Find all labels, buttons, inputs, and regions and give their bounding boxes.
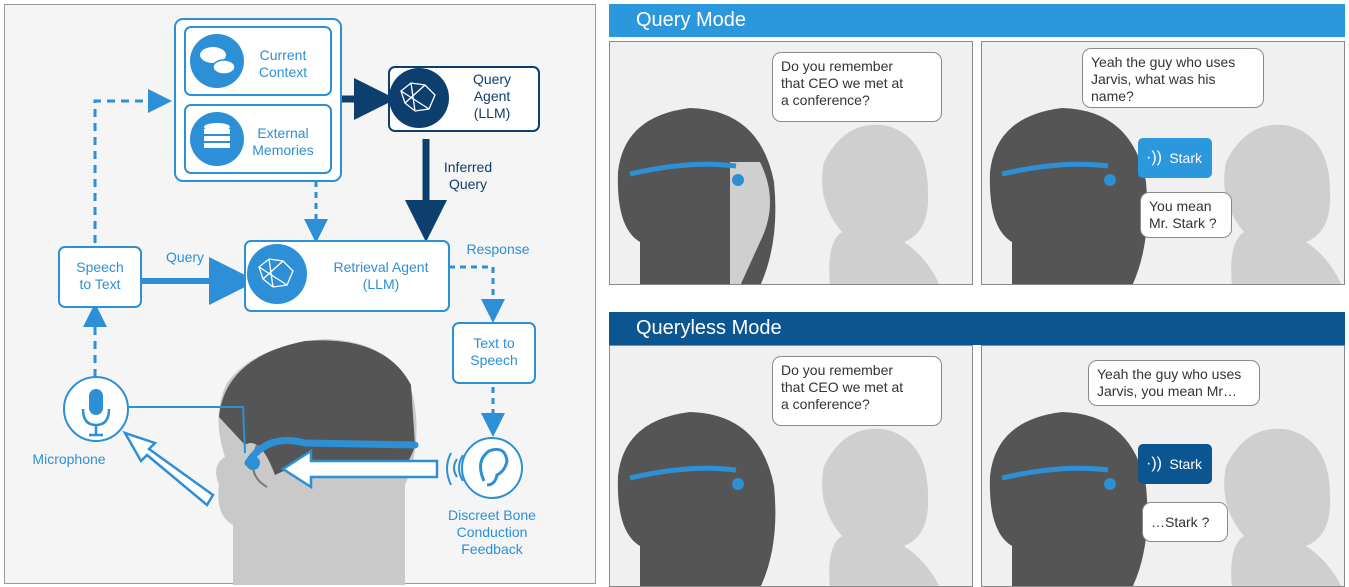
queryless-panel-2-reply: …Stark ? (1142, 502, 1228, 542)
queryless-stark-text: Stark (1169, 456, 1202, 472)
query-mode-panel-1: Do you remember that CEO we met at a con… (609, 41, 973, 285)
query-stark-chip: ·)) Stark (1138, 138, 1212, 178)
response-label: Response (466, 241, 530, 257)
queryless-panel-1-art (617, 412, 939, 586)
query-mode-title: Query Mode (636, 9, 747, 31)
query-panel-1-bubble: Do you remember that CEO we met at a con… (772, 52, 942, 122)
queryless-stark-chip: ·)) Stark (1138, 444, 1212, 484)
query-panel-2-reply: You mean Mr. Stark ? (1140, 192, 1232, 238)
query-stark-text: Stark (1169, 150, 1202, 166)
feedback-label: Discreet Bone Conduction Feedback (448, 507, 536, 557)
retrieval-agent-label: Retrieval Agent (LLM) (333, 259, 429, 292)
queryless-panel-1-bubble: Do you remember that CEO we met at a con… (772, 356, 942, 426)
audio-icon: ·)) (1146, 455, 1162, 472)
queryless-mode-header: Queryless Mode (609, 312, 1345, 345)
ear-icon-circle (461, 437, 523, 499)
brain-icon-query (389, 68, 449, 128)
query-panel-1-art (617, 108, 940, 284)
query-mode-panel-2: Yeah the guy who uses Jarvis, what was h… (981, 41, 1345, 285)
queryless-panel-2-bubble: Yeah the guy who uses Jarvis, you mean M… (1088, 360, 1260, 406)
speech-to-text-label: Speech to Text (76, 259, 124, 292)
query-agent-label: Query Agent (LLM) (472, 71, 512, 121)
queryless-mode-title: Queryless Mode (636, 317, 782, 339)
query-panel-2-art (989, 108, 1342, 284)
microphone-label: Microphone (32, 451, 106, 467)
brain-icon-retrieval (247, 244, 307, 304)
audio-icon: ·)) (1146, 149, 1162, 166)
query-mode-header: Query Mode (609, 4, 1345, 37)
queryless-mode-panel-1: Do you remember that CEO we met at a con… (609, 345, 973, 587)
external-memories-label: External Memories (252, 125, 314, 158)
text-to-speech-label: Text to Speech (470, 335, 518, 368)
system-diagram-panel: Current Context External Memories Query … (4, 4, 596, 585)
queryless-mode-panel-2: Yeah the guy who uses Jarvis, you mean M… (981, 345, 1345, 587)
query-panel-2-bubble: Yeah the guy who uses Jarvis, what was h… (1082, 48, 1264, 108)
inferred-query-label: Inferred Query (443, 159, 493, 192)
current-context-label: Current Context (258, 47, 308, 80)
query-label: Query (165, 249, 205, 265)
diagram-connectors (58, 18, 540, 585)
queryless-panel-2-art (989, 412, 1341, 586)
